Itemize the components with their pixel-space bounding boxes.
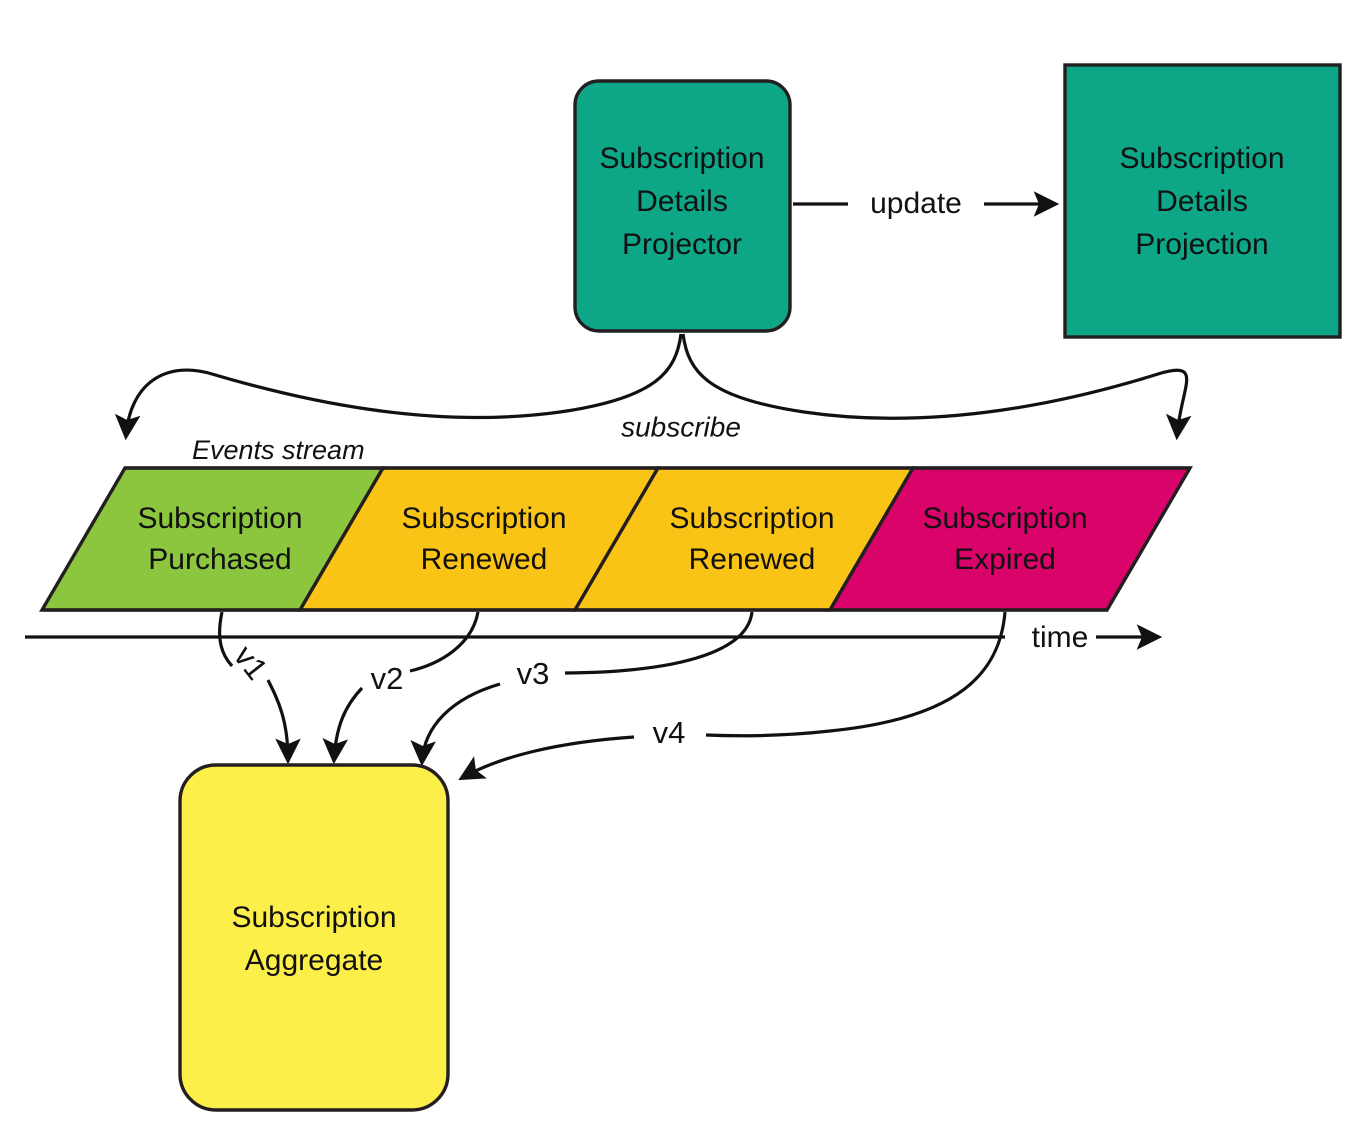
subscribe-curve-left [114, 333, 683, 441]
node-subscription-details-projection[interactable]: Subscription Details Projection [1063, 63, 1342, 339]
v4-edge-upper [705, 611, 1007, 738]
v3-edge-upper [564, 611, 754, 675]
aggregate-label-line-1: Subscription [231, 901, 396, 934]
projector-shape [573, 79, 792, 333]
event-block-3-label-line-2: Expired [954, 543, 1056, 576]
time-axis: time [25, 621, 1163, 654]
event-block-2-label-line-2: Renewed [689, 543, 816, 576]
event-block-3-label-line-1: Subscription [922, 502, 1087, 535]
aggregate-shape [178, 763, 450, 1112]
edge-v1: v1 [218, 611, 301, 765]
projector-label-line-3: Projector [622, 228, 742, 261]
event-block-1-label-line-2: Renewed [421, 543, 548, 576]
edge-v4: v4 [458, 611, 1007, 781]
v1-edge-lower [266, 679, 301, 765]
aggregate-label-line-2: Aggregate [245, 944, 383, 977]
edge-v3: v3 [410, 611, 754, 767]
v2-edge-upper [409, 611, 480, 673]
event-block-subscription-renewed-1[interactable]: Subscription Renewed [297, 466, 661, 612]
v1-edge-upper [218, 611, 234, 668]
v4-edge-lower [458, 735, 635, 781]
node-subscription-aggregate[interactable]: Subscription Aggregate [178, 763, 450, 1112]
v3-label: v3 [517, 656, 550, 691]
v4-label: v4 [653, 715, 686, 750]
v3-edge-lower [410, 682, 501, 767]
time-axis-label: time [1032, 621, 1089, 654]
event-block-2-label-line-1: Subscription [669, 502, 834, 535]
node-subscription-details-projector[interactable]: Subscription Details Projector [573, 79, 792, 333]
event-block-0-label-line-1: Subscription [137, 502, 302, 535]
event-block-0-label-line-2: Purchased [148, 543, 291, 576]
events-stream-caption: Events stream [192, 435, 365, 465]
projection-label-line-2: Details [1156, 185, 1248, 218]
v1-label: v1 [227, 639, 275, 686]
subscribe-curve-right [681, 333, 1192, 441]
events-stream: Subscription Purchased Subscription Rene… [39, 466, 1193, 612]
subscribe-edge-label: subscribe [621, 411, 741, 442]
projector-label-line-1: Subscription [599, 142, 764, 175]
projector-label-line-2: Details [636, 185, 728, 218]
projection-label-line-1: Subscription [1119, 142, 1284, 175]
edge-subscribe: subscribe [114, 333, 1192, 442]
v2-label: v2 [371, 661, 404, 696]
update-edge-label: update [870, 187, 962, 220]
projection-shape [1063, 63, 1342, 339]
event-block-subscription-expired[interactable]: Subscription Expired [827, 466, 1193, 612]
edge-update: update [793, 187, 1060, 220]
event-block-1-label-line-1: Subscription [401, 502, 566, 535]
v2-edge-lower [322, 686, 364, 765]
projection-label-line-3: Projection [1135, 228, 1268, 261]
edge-v2: v2 [322, 611, 480, 765]
